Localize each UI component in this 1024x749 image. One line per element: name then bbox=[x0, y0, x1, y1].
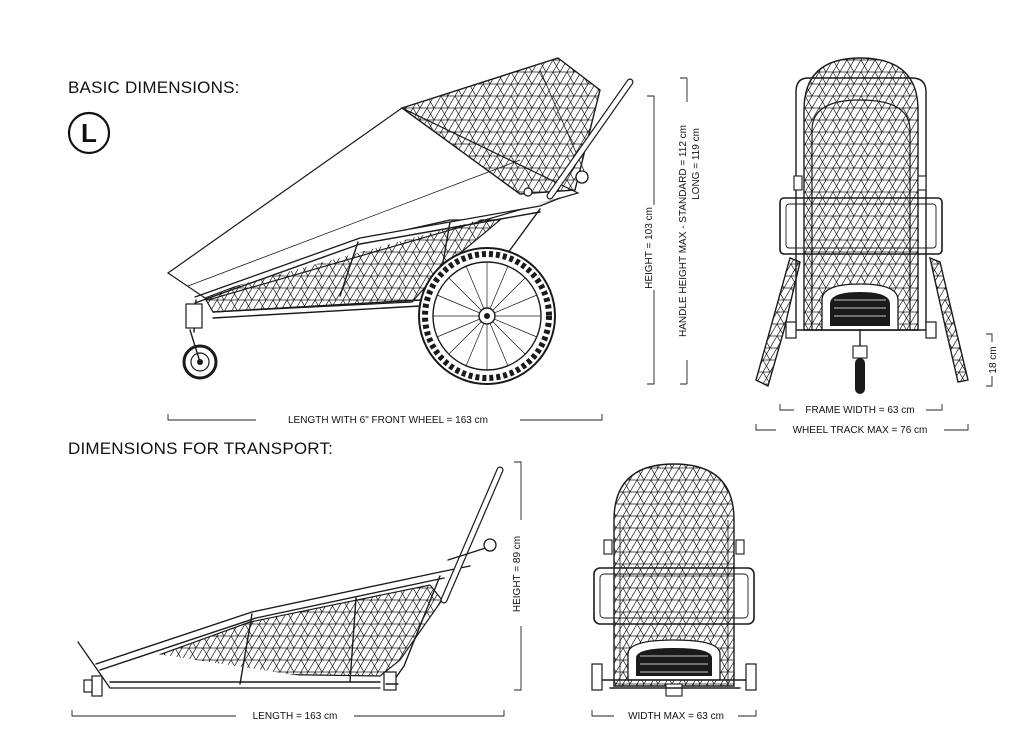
handle-height-label: HANDLE HEIGHT MAX - STANDARD = 112 cm bbox=[678, 125, 689, 337]
transport-width-dimension: WIDTH MAX = 63 cm bbox=[591, 710, 757, 722]
wheel-track-label: WHEEL TRACK MAX = 76 cm bbox=[793, 425, 928, 436]
transport-front-view bbox=[591, 463, 757, 697]
heading-transport-dimensions: DIMENSIONS FOR TRANSPORT: bbox=[68, 439, 333, 458]
wheel-track-dimension: WHEEL TRACK MAX = 76 cm bbox=[755, 424, 969, 436]
basic-front-view bbox=[755, 57, 969, 394]
transport-side-view bbox=[77, 466, 504, 697]
transport-height-label: HEIGHT = 89 cm bbox=[512, 536, 523, 612]
clearance-dimension: 18 cm bbox=[986, 333, 999, 387]
handle-height-long-label: LONG = 119 cm bbox=[691, 128, 702, 200]
frame-width-label: FRAME WIDTH = 63 cm bbox=[805, 405, 914, 416]
basic-height-label: HEIGHT = 103 cm bbox=[644, 207, 655, 289]
transport-length-label: LENGTH = 163 cm bbox=[253, 711, 338, 722]
transport-height-dimension: HEIGHT = 89 cm bbox=[512, 461, 523, 691]
size-badge: L bbox=[67, 111, 111, 155]
heading-basic-dimensions: BASIC DIMENSIONS: bbox=[68, 78, 240, 97]
transport-width-label: WIDTH MAX = 63 cm bbox=[628, 711, 724, 722]
basic-height-dimension: HEIGHT = 103 cm bbox=[644, 95, 655, 385]
clearance-label: 18 cm bbox=[988, 346, 999, 373]
transport-length-dimension: LENGTH = 163 cm bbox=[71, 710, 505, 722]
basic-side-view bbox=[166, 57, 634, 385]
basic-length-dimension: LENGTH WITH 6" FRONT WHEEL = 163 cm bbox=[167, 414, 603, 426]
handle-height-dimension: HANDLE HEIGHT MAX - STANDARD = 112 cm LO… bbox=[678, 77, 702, 385]
size-badge-letter: L bbox=[81, 118, 97, 148]
frame-width-dimension: FRAME WIDTH = 63 cm bbox=[779, 404, 943, 416]
basic-length-label: LENGTH WITH 6" FRONT WHEEL = 163 cm bbox=[288, 415, 488, 426]
